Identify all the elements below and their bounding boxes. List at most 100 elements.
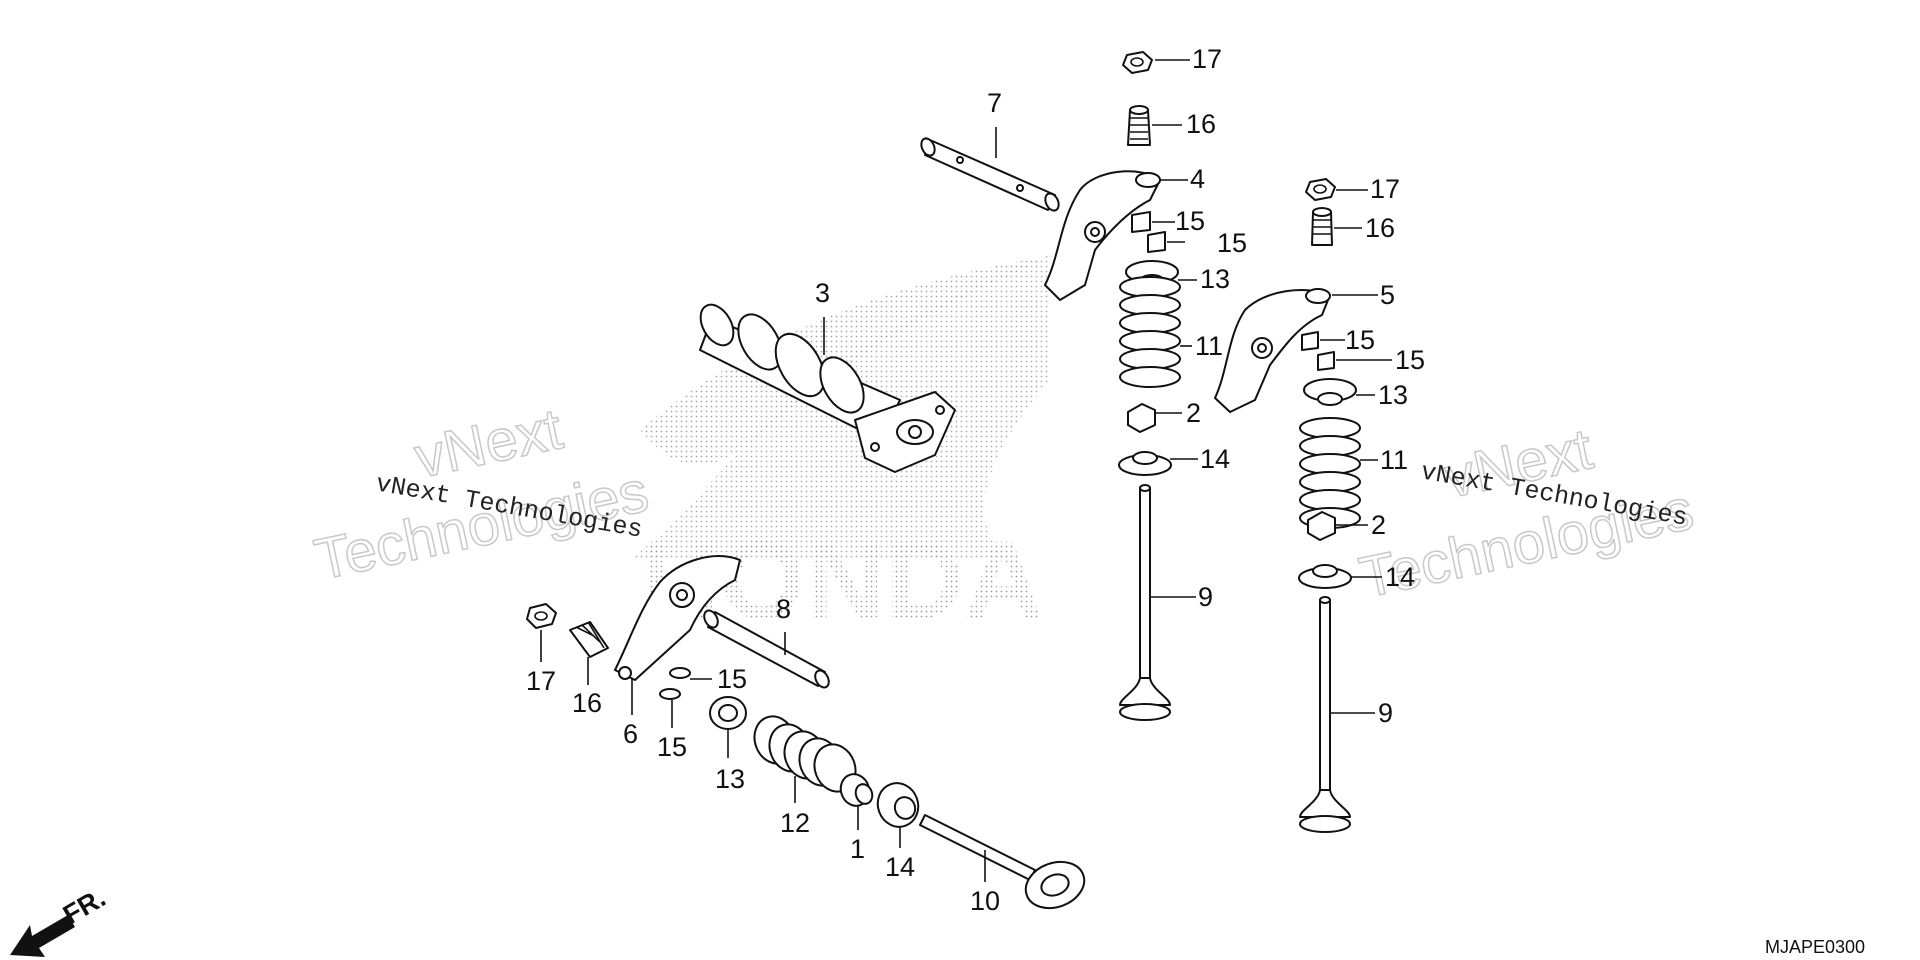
callout[interactable]: 14 [885,827,915,882]
callout-label: 5 [1380,280,1395,310]
spring-seat-upper-14-part [1118,451,1172,476]
diagram-code: MJAPE0300 [1765,937,1865,957]
callout-label: 15 [1345,325,1375,355]
rocker-shaft-upper-part [920,137,1060,212]
callout[interactable]: 13 [1356,380,1408,410]
callout[interactable]: 15 [1336,345,1425,375]
callout[interactable]: 7 [987,88,1002,158]
spring-retainer-left-13-part [709,696,747,730]
valve-spring-upper-11-part [1119,276,1181,388]
callout[interactable]: 5 [1332,280,1395,310]
adjust-screw-upper-16-part [1127,105,1151,146]
cotters-upper-part [1131,211,1166,253]
callout[interactable]: 15 [1152,206,1205,236]
spring-seat-left-14-part [876,782,920,828]
callout-label: 15 [1217,228,1247,258]
nut-upper-17-part [1122,51,1153,74]
callout-label: 14 [1385,562,1415,592]
callout-label: 16 [1365,213,1395,243]
callout-label: 3 [815,278,830,308]
callout-label: 12 [780,808,810,838]
callout[interactable]: 17 [526,630,556,696]
callout-label: 7 [987,88,1002,118]
callout-label: 8 [776,594,791,624]
callout[interactable]: 6 [623,678,638,749]
cotters-left-part [659,667,691,700]
callout-label: 15 [1175,206,1205,236]
callout[interactable]: 11 [1360,445,1408,475]
callout-label: 14 [885,852,915,882]
valve-right-9-part [1299,596,1351,833]
callout[interactable]: 2 [1336,510,1386,540]
callout[interactable]: 14 [1351,562,1415,592]
callout[interactable]: 15 [1320,325,1375,355]
callout-label: 11 [1195,331,1223,361]
callout-label: 2 [1186,398,1201,428]
callout-label: 14 [1200,444,1230,474]
callout[interactable]: 10 [970,850,1000,916]
nut-left-17-part [526,603,557,629]
watermark-line1: vNext [409,396,568,490]
callout[interactable]: 1 [850,806,865,864]
valve-left-10-part [919,814,1086,910]
cotters-right-part [1301,331,1335,371]
callout[interactable]: 12 [780,776,810,838]
callout[interactable]: 3 [815,278,830,355]
callout-label: 11 [1380,445,1408,475]
callout-label: 15 [1395,345,1425,375]
callout-label: 13 [1200,264,1230,294]
callout-label: 1 [850,834,865,864]
callout-label: 13 [1378,380,1408,410]
callout[interactable]: 8 [776,594,791,655]
callout-label: 6 [623,719,638,749]
callout-label: 17 [1370,174,1400,204]
stem-seal-right-2-part [1307,511,1336,541]
callout-label: 9 [1198,582,1213,612]
callout-label: 13 [715,764,745,794]
stem-seal-left-1-part [839,773,874,807]
callout[interactable]: 15 [657,700,687,762]
adjust-screw-left-16-part [569,621,609,658]
callout-label: 17 [526,666,556,696]
callout[interactable]: 16 [1152,109,1216,139]
callout[interactable]: 16 [1334,213,1395,243]
callout[interactable]: 4 [1160,164,1205,194]
callout-label: 17 [1192,44,1222,74]
callout-label: 4 [1190,164,1205,194]
callout[interactable]: 11 [1180,331,1223,361]
callout-label: 15 [717,664,747,694]
camshaft-part [699,303,956,473]
callout-label: 2 [1371,510,1386,540]
adjust-screw-right-16-part [1311,207,1333,246]
callout[interactable]: 17 [1336,174,1400,204]
front-direction-arrow: FR. [10,882,111,957]
callout-label: 16 [572,688,602,718]
valve-spring-left-12-part [753,715,857,793]
callout-label: 10 [970,886,1000,916]
spring-seat-right-14-part [1298,564,1352,589]
nut-right-17-part [1305,178,1336,201]
callout[interactable]: 9 [1150,582,1213,612]
callout-label: 15 [657,732,687,762]
callout[interactable]: 17 [1155,44,1222,74]
callout[interactable]: 15 [690,664,747,694]
valve-spring-right-11-part [1299,417,1361,529]
callout[interactable]: 9 [1330,698,1393,728]
callout-label: 9 [1378,698,1393,728]
callout[interactable]: 14 [1170,444,1230,474]
callout[interactable]: 16 [572,657,602,718]
rocker-arm-6-part [614,555,741,681]
callout[interactable]: 2 [1155,398,1201,428]
callout[interactable]: 13 [715,730,745,794]
callout-label: 16 [1186,109,1216,139]
stem-seal-upper-2-part [1127,403,1156,433]
valve-upper-9-part [1119,484,1171,721]
spring-retainer-right-13-part [1303,378,1357,406]
callout[interactable]: 15 [1167,228,1247,258]
rocker-arm-5-part [1214,288,1331,413]
callout[interactable]: 13 [1178,264,1230,294]
rocker-arm-4-part [1044,170,1161,301]
watermark-left: vNext Technologies vNext Technologies [308,396,654,594]
rocker-shaft-lower-part [703,609,830,689]
